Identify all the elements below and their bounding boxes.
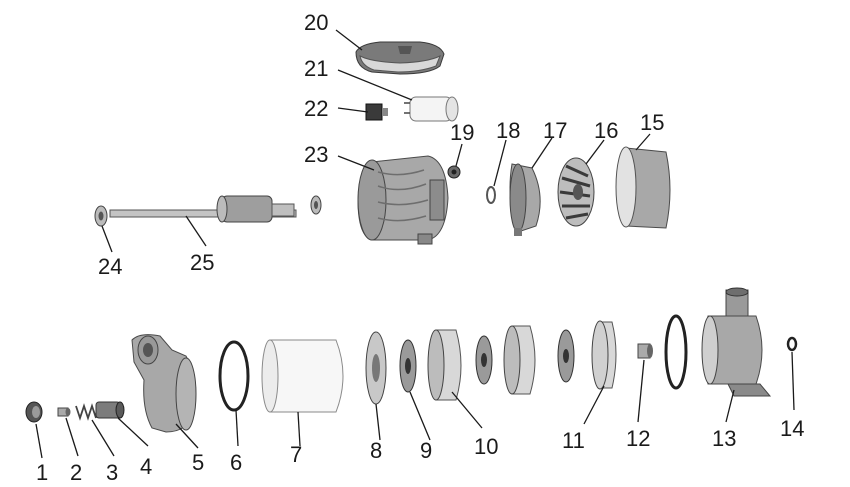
label-20: 20 [304,10,328,35]
part-7-casing-sleeve [261,339,344,413]
part-shaft-bearing [310,195,322,215]
leader-11 [583,385,605,425]
leader-10 [451,391,483,429]
part-23-motor-housing [357,155,449,245]
part-impeller-stage-a [475,335,493,385]
leader-19 [455,143,463,167]
part-10-diffuser [427,329,462,401]
label-18: 18 [496,118,520,143]
leader-18 [493,139,507,187]
label-2: 2 [70,460,82,485]
label-8: 8 [370,438,382,463]
part-1-nut [25,401,43,423]
label-19: 19 [450,120,474,145]
label-6: 6 [230,450,242,475]
part-20-terminal-cover [355,41,445,75]
leader-22 [337,107,369,113]
part-22-switch [365,103,388,121]
part-2-washer [57,407,71,417]
leader-13 [725,389,735,423]
part-diffuser-stage-a [503,325,536,395]
leader-20 [335,29,363,51]
label-23: 23 [304,142,328,167]
label-14: 14 [780,416,804,441]
part-impeller-stage-b [557,329,575,383]
leader-16 [585,139,605,165]
leader-12 [637,359,645,423]
part-19-nut [447,165,461,179]
part-6-o-ring [218,340,250,412]
part-24-bearing [94,205,108,227]
leader-7 [297,411,301,447]
part-17-rear-bracket [509,163,541,236]
label-7: 7 [290,442,302,467]
label-16: 16 [594,118,618,143]
label-4: 4 [140,454,152,479]
label-24: 24 [98,254,122,279]
label-1: 1 [36,460,48,485]
label-21: 21 [304,56,328,81]
label-12: 12 [626,426,650,451]
leader-1 [35,423,43,459]
leader-8 [375,403,381,441]
leader-17 [531,137,553,169]
part-18-circlip [486,186,496,204]
leader-5 [175,423,199,449]
label-10: 10 [474,434,498,459]
leader-21 [337,69,413,101]
leader-3 [91,419,115,457]
part-12-bushing [637,343,653,359]
label-3: 3 [106,460,118,485]
part-8-diffuser-disc [365,331,387,405]
part-4-valve-insert [95,401,125,419]
part-9-impeller [399,339,417,393]
part-o-ring-rear [664,314,688,390]
leader-25 [185,215,207,247]
label-9: 9 [420,438,432,463]
part-11-diffuser [591,320,617,390]
label-25: 25 [190,250,214,275]
part-15-fan-cover [615,146,671,229]
leader-24 [101,225,113,253]
label-5: 5 [192,450,204,475]
label-15: 15 [640,110,664,135]
label-13: 13 [712,426,736,451]
leader-9 [409,391,431,441]
leader-2 [65,417,79,457]
leader-4 [117,417,149,447]
part-21-capacitor [404,96,459,122]
part-25-rotor-shaft [109,195,297,223]
part-14-seal-ring [786,336,798,352]
part-13-motor-flange [701,287,772,397]
leader-23 [337,155,375,171]
part-3-spring [75,403,97,421]
label-22: 22 [304,96,328,121]
part-16-fan [557,157,595,227]
leader-15 [635,133,651,151]
part-5-pump-body [131,334,197,433]
leader-6 [235,409,239,447]
label-17: 17 [543,118,567,143]
label-11: 11 [562,428,585,453]
leader-14 [791,351,795,411]
